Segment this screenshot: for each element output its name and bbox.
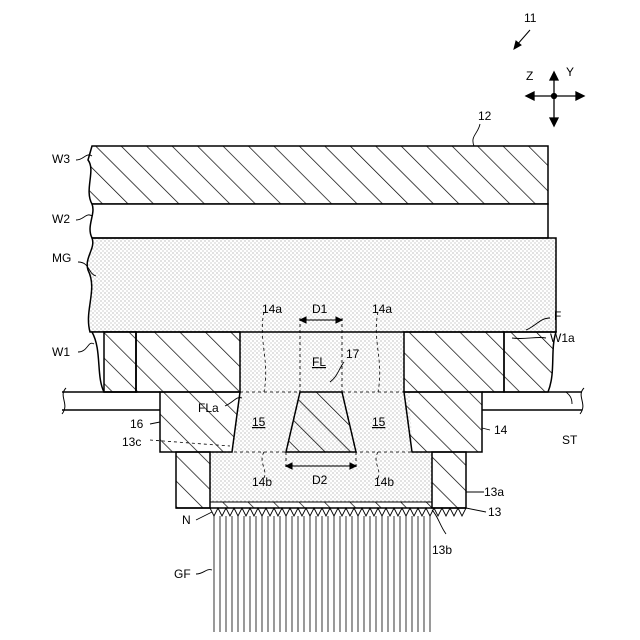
layer-w1-right-block (404, 332, 504, 392)
label-15-right: 15 (372, 415, 386, 429)
layer-w1-left-piece (104, 332, 136, 392)
label-axis-y: Y (566, 65, 574, 79)
housing-13a-right (432, 452, 466, 508)
label-d2: D2 (312, 473, 328, 487)
holder-14-right (404, 392, 482, 452)
label-axis-z: Z (526, 69, 533, 83)
plate-13b (210, 502, 432, 508)
label-w1: W1 (52, 345, 70, 359)
layer-w1-right-edge (504, 332, 556, 392)
label-13b: 13b (432, 543, 452, 557)
label-14a-right: 14a (372, 302, 392, 316)
label-ref-11: 11 (524, 11, 537, 25)
label-17: 17 (346, 347, 360, 361)
label-st: ST (562, 433, 578, 447)
label-15-left: 15 (252, 415, 266, 429)
label-w3: W3 (52, 152, 70, 166)
housing-13a-left (176, 452, 210, 508)
layer-w1-left-block (136, 332, 240, 392)
label-n: N (182, 513, 191, 527)
label-d1: D1 (312, 302, 328, 316)
label-fla: FLa (198, 401, 219, 415)
label-13a: 13a (484, 485, 504, 499)
layer-w2 (90, 204, 548, 238)
label-mg: MG (52, 251, 71, 265)
layer-w3 (88, 146, 548, 204)
label-13: 13 (488, 505, 502, 519)
ref-11-arrow (514, 30, 530, 49)
axis-indicator (526, 72, 584, 126)
label-w2: W2 (52, 212, 70, 226)
label-gf: GF (174, 567, 191, 581)
label-14b-right: 14b (374, 475, 394, 489)
nozzle-row (210, 508, 466, 516)
layer-mg (87, 238, 556, 332)
label-14: 14 (494, 423, 508, 437)
label-w1a: W1a (550, 331, 575, 345)
label-14b-left: 14b (252, 475, 272, 489)
label-14a-left: 14a (262, 302, 282, 316)
label-ref-12: 12 (478, 109, 492, 123)
fiber-bundle (214, 516, 430, 632)
label-fl: FL (312, 355, 326, 369)
label-13c: 13c (122, 435, 141, 449)
label-f: F (554, 309, 561, 323)
label-16: 16 (130, 417, 144, 431)
